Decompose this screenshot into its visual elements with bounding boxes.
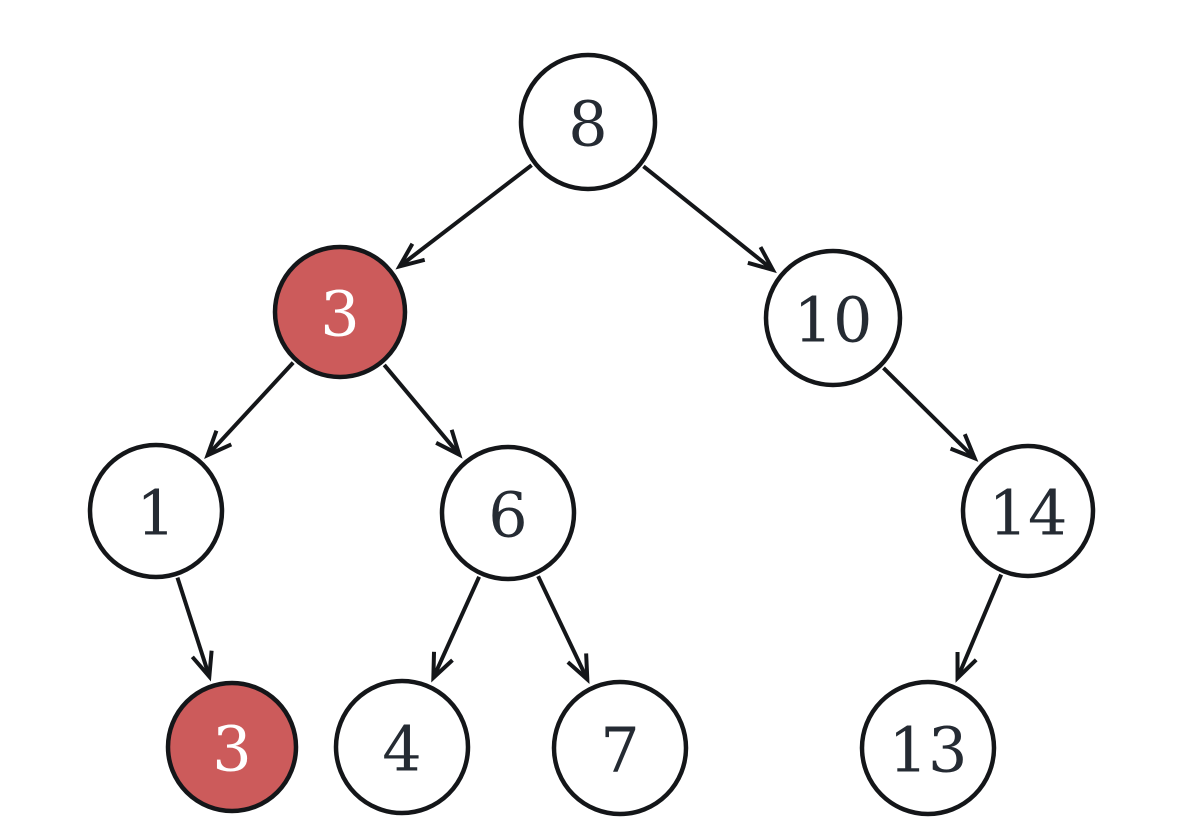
node-label: 13 [889, 714, 968, 787]
node-label: 4 [382, 713, 421, 786]
tree-node[interactable]: 3 [272, 244, 408, 380]
tree-node[interactable]: 8 [518, 52, 658, 192]
tree-edge [642, 164, 777, 274]
tree-edge [536, 575, 590, 685]
tree-edge [431, 575, 481, 683]
node-circle[interactable] [333, 678, 471, 816]
node-circle[interactable] [165, 680, 299, 814]
edge-layer [175, 163, 1004, 685]
tree-node[interactable]: 6 [439, 444, 577, 582]
node-circle[interactable] [551, 679, 689, 817]
node-circle[interactable] [763, 248, 903, 388]
tree-edge [204, 361, 295, 459]
node-label: 8 [568, 88, 607, 161]
node-label: 6 [488, 479, 527, 552]
tree-node[interactable]: 7 [551, 679, 689, 817]
node-label: 7 [600, 714, 639, 787]
tree-node[interactable]: 10 [763, 248, 903, 388]
tree-node[interactable]: 1 [87, 442, 225, 580]
node-label: 14 [989, 477, 1068, 550]
tree-edge [882, 366, 979, 462]
node-circle[interactable] [518, 52, 658, 192]
node-circle[interactable] [859, 679, 997, 817]
tree-node[interactable]: 4 [333, 678, 471, 816]
node-label: 3 [320, 278, 359, 351]
tree-node[interactable]: 13 [859, 679, 997, 817]
node-circle[interactable] [960, 443, 1096, 579]
node-circle[interactable] [87, 442, 225, 580]
node-layer: 8 3 10 1 6 14 3 4 7 13 [87, 52, 1096, 817]
node-label: 3 [212, 713, 251, 786]
node-circle[interactable] [272, 244, 408, 380]
node-label: 10 [794, 284, 873, 357]
tree-edge [382, 363, 463, 459]
tree-node[interactable]: 3 [165, 680, 299, 814]
node-circle[interactable] [439, 444, 577, 582]
tree-edge [175, 577, 214, 682]
tree-edge [395, 163, 533, 270]
node-label: 1 [136, 477, 175, 550]
tree-node[interactable]: 14 [960, 443, 1096, 579]
tree-edge [955, 573, 1004, 683]
